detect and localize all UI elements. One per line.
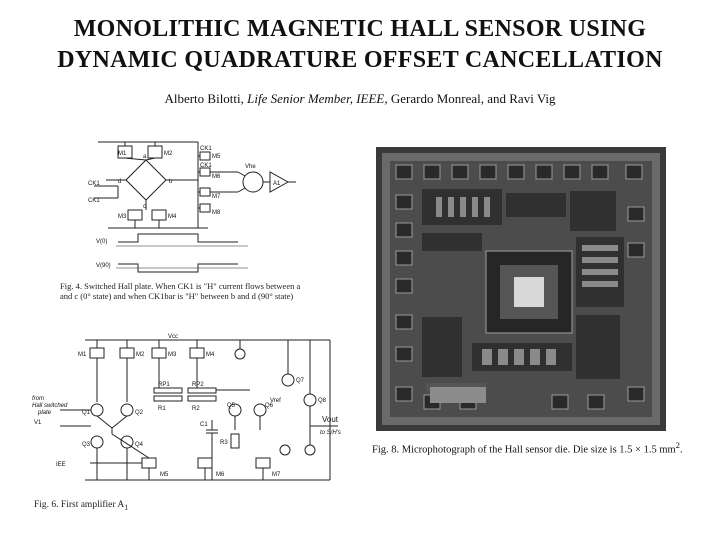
fig4-wave1-label: V(0) <box>96 239 107 245</box>
fig6-label-c1: C1 <box>200 422 208 428</box>
fig6-label-v1: V1 <box>34 420 42 426</box>
fig4-label-a: a <box>143 154 147 160</box>
fig6-label-rp1: RP1 <box>158 382 170 388</box>
paper-title-line1: MONOLITHIC MAGNETIC HALL SENSOR USING <box>73 16 647 42</box>
fig4-label-c: c <box>143 204 146 210</box>
fig6-label-m5: M5 <box>160 472 169 478</box>
fig6-label-m3: M3 <box>168 352 177 358</box>
fig4-switched-hall-plate-schematic: M1 M2 M3 M4 M5 M6 M7 M8 CK1 CK1 CK1 CK1 … <box>88 141 296 273</box>
fig6-label-q2: Q2 <box>135 410 144 416</box>
fig8-caption: Fig. 8. Microphotograph of the Hall sens… <box>372 440 683 456</box>
fig6-label-m7: M7 <box>272 472 281 478</box>
fig6-label-r1: R1 <box>158 406 166 412</box>
fig6-label-r2: R2 <box>192 406 200 412</box>
fig6-label-rp2: RP2 <box>192 382 204 388</box>
fig4-label-m2: M2 <box>164 151 173 157</box>
fig6-label-iee: IEE <box>56 462 66 468</box>
paper-authors: Alberto Bilotti, Life Senior Member, IEE… <box>164 91 556 106</box>
fig6-label-q1: Q1 <box>82 410 91 416</box>
fig4-label-ck1-bar: CK1 <box>88 198 100 204</box>
fig4-label-d: d <box>118 179 121 185</box>
fig4-wave2-label: V(90) <box>96 263 111 269</box>
fig4-label-ck1: CK1 <box>88 181 100 187</box>
fig6-label-q6: Q6 <box>265 403 274 409</box>
fig4-label-ck1-right2: CK1 <box>200 163 212 169</box>
fig6-caption: Fig. 6. First amplifier A1 <box>34 500 129 512</box>
fig4-label-m5: M5 <box>212 154 221 160</box>
fig6-label-plate: plate <box>37 410 52 416</box>
fig6-label-from: from <box>32 396 44 402</box>
fig6-label-q3: Q3 <box>82 442 91 448</box>
fig4-label-m4: M4 <box>168 214 177 220</box>
fig6-label-q4: Q4 <box>135 442 144 448</box>
fig6-label-m4: M4 <box>206 352 215 358</box>
fig4-label-a1: A1 <box>273 181 281 187</box>
fig6-label-q8: Q8 <box>318 398 327 404</box>
fig6-label-m2: M2 <box>136 352 145 358</box>
fig4-label-ck1-right: CK1 <box>200 146 212 152</box>
fig4-label-vhe: Vhe <box>245 164 256 170</box>
paper-title-line2: DYNAMIC QUADRATURE OFFSET CANCELLATION <box>57 47 663 73</box>
fig4-caption: Fig. 4. Switched Hall plate. When CK1 is… <box>60 281 301 301</box>
fig4-label-m7: M7 <box>212 194 221 200</box>
fig6-label-r3: R3 <box>220 440 228 446</box>
fig8-hall-sensor-die-photo <box>376 147 666 431</box>
fig6-label-to-sh: to S/H's <box>320 430 341 436</box>
fig6-label-vcc: Vcc <box>168 334 178 340</box>
fig6-first-amplifier-schematic: Vcc M1 M2 M3 M4 M5 M6 M7 Q1 Q2 Q3 Q4 Q5 … <box>32 334 341 481</box>
fig6-label-q5: Q5 <box>227 403 236 409</box>
fig4-label-m8: M8 <box>212 210 221 216</box>
fig6-label-m1: M1 <box>78 352 87 358</box>
fig4-label-m1: M1 <box>118 151 127 157</box>
fig6-label-q7: Q7 <box>296 378 305 384</box>
fig4-label-m6: M6 <box>212 174 221 180</box>
fig6-label-m6: M6 <box>216 472 225 478</box>
fig6-label-hall-switched: Hall switched <box>32 403 68 409</box>
fig4-label-b: b <box>169 179 173 185</box>
fig6-label-vref: Vref <box>270 398 281 404</box>
fig4-label-m3: M3 <box>118 214 127 220</box>
fig6-label-vout: Vout <box>322 415 339 424</box>
